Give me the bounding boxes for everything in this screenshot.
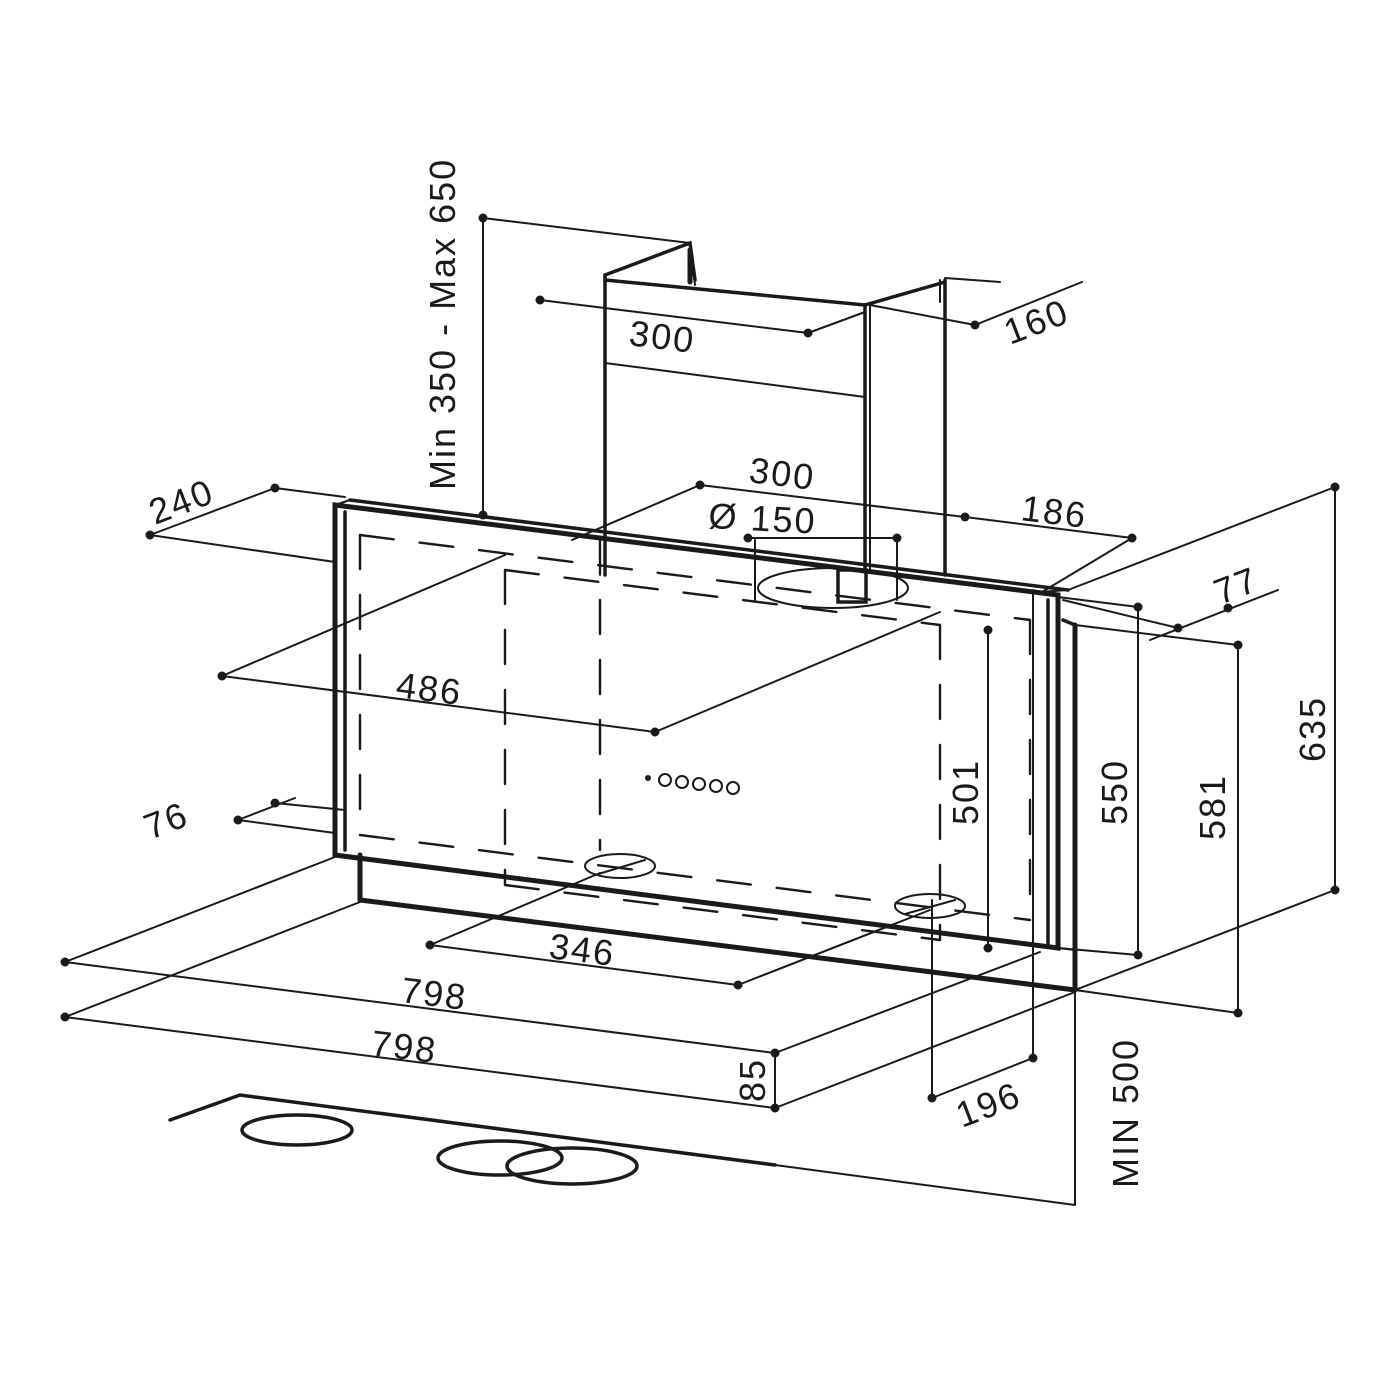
label-width-upper: 798 xyxy=(399,969,470,1018)
label-chimney-height: Min 350 - Max 650 xyxy=(422,158,463,490)
label-outlet-side-offset: 186 xyxy=(1019,487,1090,536)
chimney xyxy=(603,240,947,577)
label-top-depth: 77 xyxy=(1208,558,1264,612)
label-width-lower: 798 xyxy=(369,1022,440,1071)
label-outlet-depth-offset: 240 xyxy=(143,471,219,533)
label-bottom-offset: 76 xyxy=(138,793,194,847)
label-outlet-position: 300 xyxy=(747,449,818,498)
control-buttons xyxy=(645,773,740,795)
label-total-height: 635 xyxy=(1292,696,1333,762)
label-base-depth: 196 xyxy=(950,1074,1026,1136)
label-min-clearance: MIN 500 xyxy=(1105,1038,1146,1188)
label-chimney-depth: 160 xyxy=(998,291,1074,353)
label-inner-width: 486 xyxy=(394,664,465,713)
label-height-550: 550 xyxy=(1094,759,1135,825)
cooktop xyxy=(168,1093,777,1186)
label-bottom-width: 346 xyxy=(547,925,618,974)
label-height-501: 501 xyxy=(945,759,986,825)
label-outlet-diameter: Ø 150 xyxy=(708,495,818,542)
label-chimney-width: 300 xyxy=(627,312,698,361)
label-height-581: 581 xyxy=(1192,774,1233,840)
dimension-labels: Min 350 - Max 650 300 160 300 Ø 150 186 … xyxy=(138,158,1333,1188)
hood-panel xyxy=(332,498,1078,993)
dimension-lines xyxy=(60,213,1340,1206)
label-base-height: 85 xyxy=(732,1058,773,1102)
